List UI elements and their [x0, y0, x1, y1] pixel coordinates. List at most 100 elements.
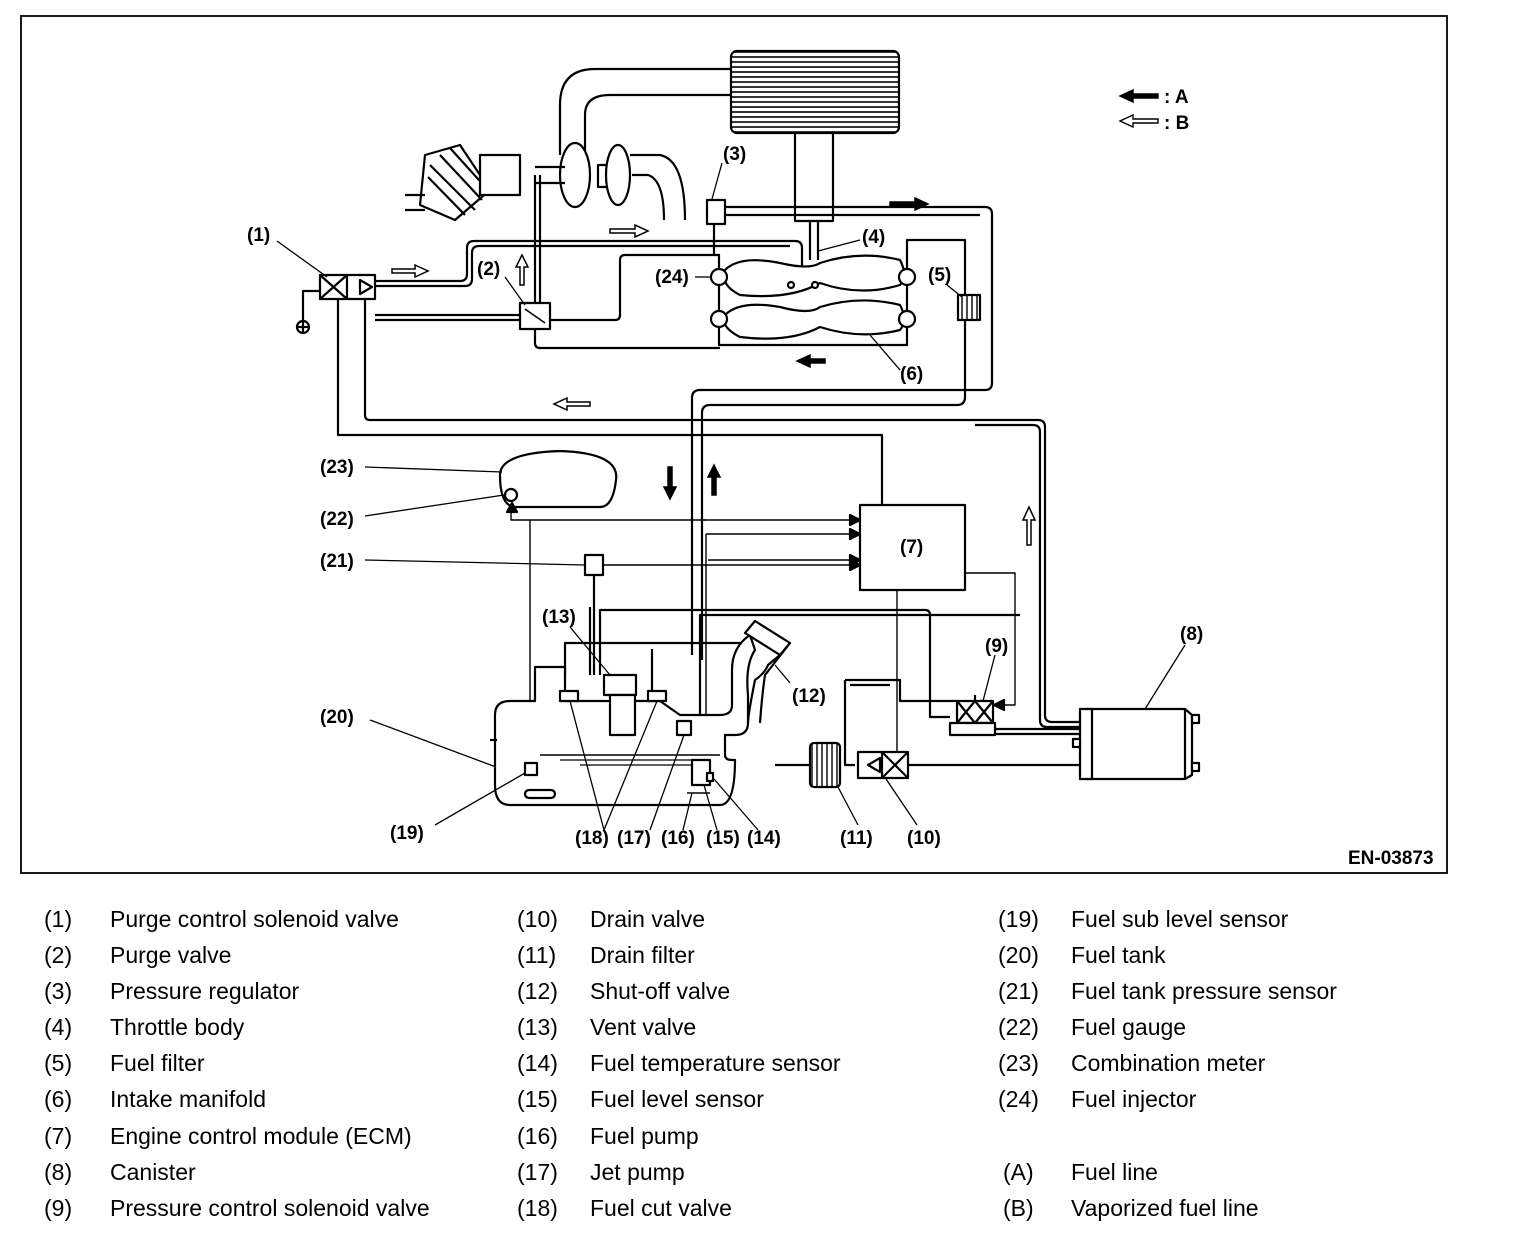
legend-num: (13)	[517, 1014, 558, 1040]
legend-label: Pressure control solenoid valve	[110, 1195, 430, 1221]
legend-num: (24)	[998, 1086, 1039, 1112]
vent-valve	[602, 673, 638, 737]
legend-label: Fuel temperature sensor	[590, 1050, 841, 1076]
legend-num: (18)	[517, 1195, 558, 1221]
legend-label: Fuel tank	[1071, 942, 1166, 968]
callout-6: (6)	[900, 364, 923, 385]
legend-num: (A)	[1003, 1159, 1034, 1185]
jet-pump	[675, 719, 693, 737]
callout-17: (17)	[617, 828, 651, 849]
legend-num: (1)	[44, 906, 73, 932]
callout-15: (15)	[706, 828, 740, 849]
air-cleaner	[405, 143, 522, 222]
fuel-filter	[700, 293, 982, 660]
callout-13: (13)	[542, 607, 576, 628]
callout-23: (23)	[320, 457, 354, 478]
legend-label: Fuel sub level sensor	[1071, 906, 1289, 932]
flow-legend: : A : B	[1118, 87, 1189, 134]
legend-label: Fuel line	[1071, 1159, 1158, 1185]
legend-label: Canister	[110, 1159, 196, 1185]
legend-num: (15)	[517, 1086, 558, 1112]
callout-4: (4)	[862, 227, 885, 248]
callout-5: (5)	[928, 265, 951, 286]
purge-control-solenoid-valve	[295, 273, 377, 335]
legend-label: Pressure regulator	[110, 978, 300, 1004]
fuel-system-diagram: : A : B (1) (2) (3) (4) (5) (6) (7) (8) …	[20, 15, 1448, 875]
legend-num: (11)	[517, 942, 557, 968]
callout-16: (16)	[661, 828, 695, 849]
legend-num: (14)	[517, 1050, 558, 1076]
legend-label: Fuel pump	[590, 1123, 699, 1149]
legend-label: Throttle body	[110, 1014, 245, 1040]
figure-id: EN-03873	[1348, 848, 1434, 869]
pressure-control-solenoid-valve	[843, 678, 997, 767]
legend-label: Vaporized fuel line	[1071, 1195, 1259, 1221]
drain-filter	[775, 741, 842, 789]
diagram-frame	[20, 15, 1448, 874]
callout-12: (12)	[792, 686, 826, 707]
legend-num: (19)	[998, 906, 1039, 932]
callout-14: (14)	[747, 828, 781, 849]
flow-legend-arrow-b	[1118, 113, 1159, 129]
legend-num: (20)	[998, 942, 1039, 968]
legend-label: Engine control module (ECM)	[110, 1123, 412, 1149]
callout-21: (21)	[320, 551, 354, 572]
legend-num: (5)	[44, 1050, 73, 1076]
callout-11: (11)	[840, 828, 873, 849]
combination-meter	[498, 449, 618, 509]
ecm-box	[858, 503, 967, 592]
legend-label: Fuel level sensor	[590, 1086, 764, 1112]
legend-num: (22)	[998, 1014, 1039, 1040]
legend-label: Jet pump	[590, 1159, 685, 1185]
legend-num: (B)	[1003, 1195, 1034, 1221]
fuel-tank-pressure-sensor	[583, 553, 605, 577]
callout-labels: (1) (2) (3) (4) (5) (6) (7) (8) (9) (10)…	[247, 144, 1434, 869]
shut-off-valve	[743, 619, 792, 724]
legend-label: Fuel tank pressure sensor	[1071, 978, 1337, 1004]
legend-label: Fuel injector	[1071, 1086, 1197, 1112]
legend-num: (10)	[517, 906, 558, 932]
legend-label: Intake manifold	[110, 1086, 266, 1112]
legend-num: (9)	[44, 1195, 73, 1221]
legend-label: Shut-off valve	[590, 978, 731, 1004]
fuel-cut-valve-left	[558, 689, 580, 703]
callout-7: (7)	[900, 537, 923, 558]
legend-num: (17)	[517, 1159, 558, 1185]
callout-1: (1)	[247, 225, 270, 246]
legend-num: (12)	[517, 978, 558, 1004]
callout-2: (2)	[477, 259, 500, 280]
legend-num: (6)	[44, 1086, 73, 1112]
callout-10: (10)	[907, 828, 941, 849]
purge-valve	[518, 175, 552, 331]
legend-num: (21)	[998, 978, 1039, 1004]
flow-legend-label-a: : A	[1164, 87, 1189, 108]
callout-19: (19)	[390, 823, 424, 844]
legend-num: (23)	[998, 1050, 1039, 1076]
callout-3: (3)	[723, 144, 746, 165]
legend-num: (2)	[44, 942, 73, 968]
callout-24: (24)	[655, 267, 689, 288]
callout-20: (20)	[320, 707, 354, 728]
callout-18: (18)	[575, 828, 609, 849]
legend-label: Fuel cut valve	[590, 1195, 732, 1221]
flow-legend-label-b: : B	[1164, 113, 1189, 134]
fuel-temperature-sensor	[705, 771, 715, 783]
turbocharger	[535, 67, 731, 221]
legend-label: Drain valve	[590, 906, 706, 932]
canister	[995, 707, 1201, 781]
fuel-cut-valve-right	[646, 689, 668, 703]
pressure-regulator	[690, 198, 994, 655]
callout-22: (22)	[320, 509, 354, 530]
callout-8: (8)	[1180, 624, 1203, 645]
legend-label: Combination meter	[1071, 1050, 1266, 1076]
legend-label: Purge valve	[110, 942, 232, 968]
intake-manifold	[709, 238, 967, 347]
legend-num: (16)	[517, 1123, 558, 1149]
legend-label: Purge control solenoid valve	[110, 906, 399, 932]
legend-num: (8)	[44, 1159, 73, 1185]
flow-legend-arrow-a	[1118, 88, 1159, 104]
flow-arrows	[391, 196, 1037, 546]
legend-label: Drain filter	[590, 942, 695, 968]
legend-num: (4)	[44, 1014, 73, 1040]
legend-label: Fuel gauge	[1071, 1014, 1187, 1040]
